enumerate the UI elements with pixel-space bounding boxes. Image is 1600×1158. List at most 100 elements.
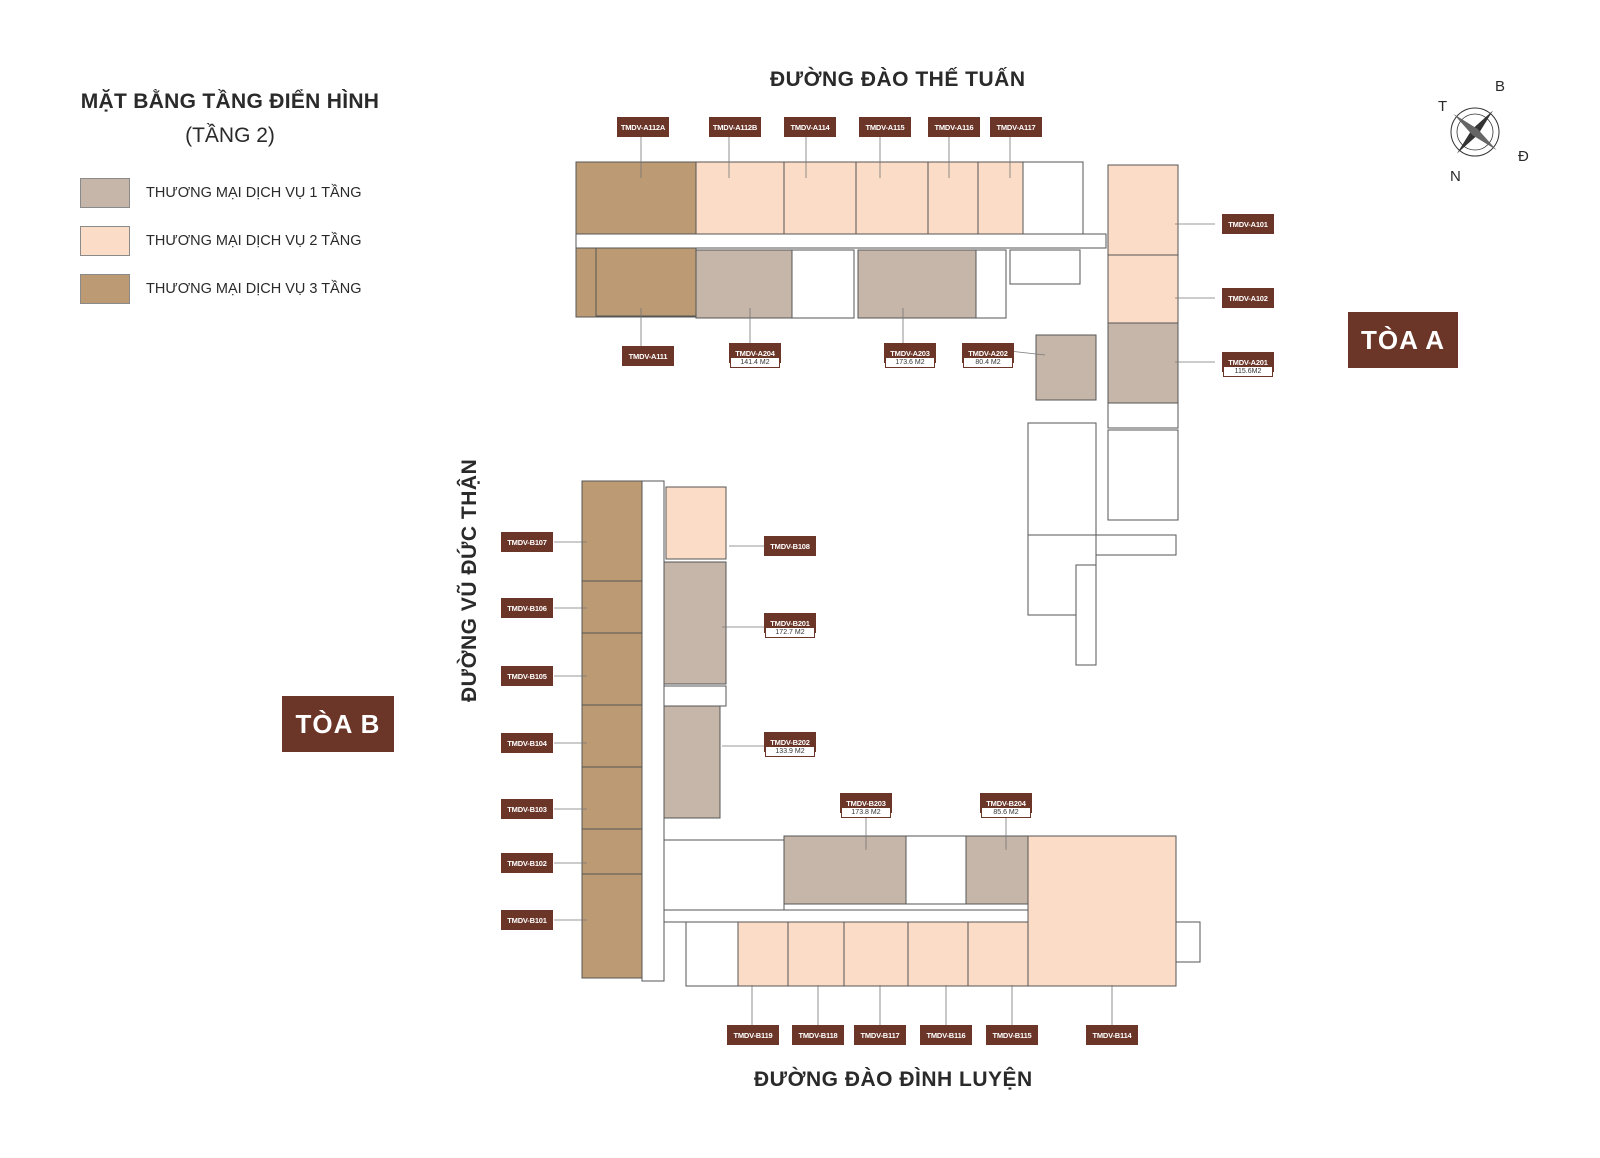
legend-label: THƯƠNG MẠI DỊCH VỤ 3 TẦNG — [146, 281, 362, 297]
legend-label: THƯƠNG MẠI DỊCH VỤ 2 TẦNG — [146, 233, 362, 249]
unit-a115-block[interactable] — [855, 161, 929, 235]
unit-tag-b107[interactable]: TMDV-B107 — [501, 532, 553, 552]
unit-a201-block[interactable] — [1107, 322, 1179, 404]
unit-a204-block[interactable] — [695, 249, 793, 319]
hall-a — [1027, 422, 1097, 536]
stair-b — [663, 685, 727, 707]
unit-area-a201: 115.6M2 — [1223, 366, 1273, 377]
unit-a111-block[interactable] — [595, 247, 697, 317]
unit-b202-block[interactable] — [663, 705, 721, 819]
street-north: ĐƯỜNG ĐÀO THẾ TUẤN — [770, 68, 1026, 91]
unit-area-a202: 80.4 M2 — [963, 357, 1013, 368]
unit-b104-block[interactable] — [581, 704, 643, 768]
unit-b107-block[interactable] — [581, 480, 643, 582]
core-b — [663, 839, 785, 911]
unit-tag-a112a[interactable]: TMDV-A112A — [617, 117, 669, 137]
unit-a112b-block[interactable] — [695, 161, 785, 235]
unit-area-a204: 141.4 M2 — [730, 357, 780, 368]
compass-west-label: T — [1438, 98, 1448, 115]
compass-south-label: N — [1450, 168, 1461, 185]
street-west: ĐƯỜNG VŨ ĐỨC THẬN — [458, 458, 481, 702]
unit-tag-b118[interactable]: TMDV-B118 — [792, 1025, 844, 1045]
unit-tag-b108[interactable]: TMDV-B108 — [764, 536, 816, 556]
unit-tag-b106[interactable]: TMDV-B106 — [501, 598, 553, 618]
unit-b116-block[interactable] — [907, 921, 969, 987]
unit-b201-block[interactable] — [663, 561, 727, 685]
tower-b-badge: TÒA B — [282, 696, 394, 752]
unit-b101-block[interactable] — [581, 873, 643, 979]
unit-tag-b101[interactable]: TMDV-B101 — [501, 910, 553, 930]
unit-tag-b117[interactable]: TMDV-B117 — [854, 1025, 906, 1045]
unit-tag-a115[interactable]: TMDV-A115 — [859, 117, 911, 137]
unit-tag-b103[interactable]: TMDV-B103 — [501, 799, 553, 819]
lobby-a — [1107, 402, 1179, 429]
unit-a117-block[interactable] — [977, 161, 1024, 235]
unit-area-b201: 172.7 M2 — [765, 627, 815, 638]
unit-tag-b115[interactable]: TMDV-B115 — [986, 1025, 1038, 1045]
legend-item-1-floor: THƯƠNG MẠI DỊCH VỤ 1 TẦNG — [80, 177, 361, 209]
stair-a — [791, 249, 855, 319]
elevator-a — [1009, 249, 1081, 285]
compass-icon — [1450, 107, 1500, 157]
legend-item-3-floor: THƯƠNG MẠI DỊCH VỤ 3 TẦNG — [80, 273, 361, 305]
unit-b108-block[interactable] — [665, 486, 727, 560]
corridor-a — [575, 233, 1107, 249]
wc-a — [975, 249, 1007, 319]
unit-a202-block[interactable] — [1035, 334, 1097, 401]
unit-b204-block[interactable] — [965, 835, 1029, 905]
street-south: ĐƯỜNG ĐÀO ĐÌNH LUYỆN — [754, 1068, 1033, 1091]
unit-b102-block[interactable] — [581, 828, 643, 875]
compass-north-label: B — [1495, 78, 1506, 95]
unit-b115-block[interactable] — [967, 921, 1029, 987]
unit-tag-a102[interactable]: TMDV-A102 — [1222, 288, 1274, 308]
unit-tag-a112b[interactable]: TMDV-A112B — [709, 117, 761, 137]
unit-tag-a117[interactable]: TMDV-A117 — [990, 117, 1042, 137]
page-subtitle: (TẦNG 2) — [185, 124, 275, 147]
unit-a116-block[interactable] — [927, 161, 979, 235]
tower-a-badge: TÒA A — [1348, 312, 1458, 368]
unit-area-b204: 85.6 M2 — [981, 807, 1031, 818]
unit-b105-block[interactable] — [581, 632, 643, 706]
unit-tag-a114[interactable]: TMDV-A114 — [784, 117, 836, 137]
unit-b203-block[interactable] — [783, 835, 907, 905]
page-title: MẶT BẰNG TẦNG ĐIỂN HÌNH — [80, 90, 380, 113]
unit-a114-block[interactable] — [783, 161, 857, 235]
entry-a — [1095, 534, 1177, 556]
meeting-room-a — [1107, 429, 1179, 521]
unit-b103-block[interactable] — [581, 766, 643, 830]
unit-area-b202: 133.9 M2 — [765, 746, 815, 757]
stair-b-east — [1175, 921, 1201, 963]
unit-tag-a111[interactable]: TMDV-A111 — [622, 346, 674, 366]
legend-label: THƯƠNG MẠI DỊCH VỤ 1 TẦNG — [146, 185, 362, 201]
unit-tag-b114[interactable]: TMDV-B114 — [1086, 1025, 1138, 1045]
legend-swatch — [80, 178, 130, 208]
unit-tag-b102[interactable]: TMDV-B102 — [501, 853, 553, 873]
unit-tag-a116[interactable]: TMDV-A116 — [928, 117, 980, 137]
unit-tag-a101[interactable]: TMDV-A101 — [1222, 214, 1274, 234]
compass-east-label: Đ — [1518, 148, 1529, 165]
unit-a102-block[interactable] — [1107, 254, 1179, 324]
legend-swatch — [80, 226, 130, 256]
unit-b114-block[interactable] — [1027, 835, 1177, 987]
unit-tag-b104[interactable]: TMDV-B104 — [501, 733, 553, 753]
garden-b — [685, 921, 739, 987]
unit-b106-block[interactable] — [581, 580, 643, 634]
unit-tag-b119[interactable]: TMDV-B119 — [727, 1025, 779, 1045]
unit-area-b203: 173.8 M2 — [841, 807, 891, 818]
corridor-b-south — [663, 909, 1029, 923]
ramp-a — [1075, 564, 1097, 666]
legend-swatch — [80, 274, 130, 304]
unit-area-a203: 173.6 M2 — [885, 357, 935, 368]
unit-a203-block[interactable] — [857, 249, 977, 319]
unit-tag-b116[interactable]: TMDV-B116 — [920, 1025, 972, 1045]
corridor-b-west — [641, 480, 665, 982]
unit-a101-block[interactable] — [1107, 164, 1179, 256]
unit-b117-block[interactable] — [843, 921, 909, 987]
unit-b119-block[interactable] — [737, 921, 789, 987]
unit-b118-block[interactable] — [787, 921, 845, 987]
elevator-b — [905, 835, 967, 905]
unit-tag-b105[interactable]: TMDV-B105 — [501, 666, 553, 686]
legend-item-2-floor: THƯƠNG MẠI DỊCH VỤ 2 TẦNG — [80, 225, 361, 257]
core-a-north — [1022, 161, 1084, 235]
